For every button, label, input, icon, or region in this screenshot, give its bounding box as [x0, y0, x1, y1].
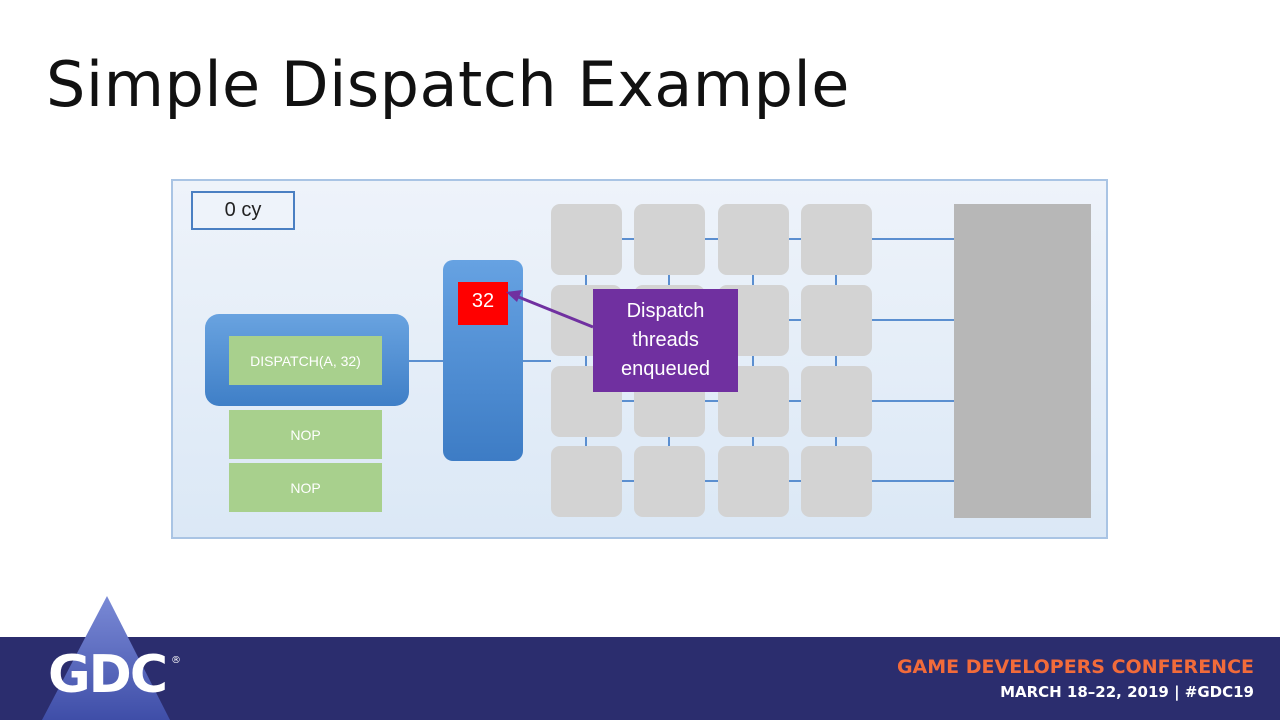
shader-core [801, 446, 872, 517]
cycle-counter: 0 cy [191, 191, 295, 230]
arrow-head-icon [506, 290, 522, 302]
nop-command: NOP [229, 410, 382, 459]
shader-core [801, 204, 872, 275]
arrow-shaft [515, 294, 594, 329]
shader-core [634, 204, 705, 275]
shader-core [718, 446, 789, 517]
footer-bar [0, 637, 1280, 720]
gdc-logo-text: GDC [48, 645, 168, 705]
dispatch-callout: Dispatch threads enqueued [593, 289, 738, 392]
conference-date: MARCH 18–22, 2019 | #GDC19 [1000, 683, 1254, 701]
gdc-triangle-logo-icon [42, 596, 170, 720]
shader-core [718, 204, 789, 275]
callout-line: Dispatch [626, 300, 705, 322]
dispatch-command: DISPATCH(A, 32) [229, 336, 382, 385]
callout-line: enqueued [621, 358, 710, 380]
shader-core [634, 446, 705, 517]
queue-thread-count: 32 [458, 282, 508, 325]
nop-command: NOP [229, 463, 382, 512]
shader-core [801, 366, 872, 437]
callout-line: threads [632, 329, 699, 351]
registered-mark: ® [171, 655, 181, 666]
shader-core [801, 285, 872, 356]
shader-core [551, 204, 622, 275]
shader-core [551, 446, 622, 517]
slide-title: Simple Dispatch Example [46, 48, 850, 121]
memory-block [954, 204, 1091, 518]
conference-name: GAME DEVELOPERS CONFERENCE [896, 656, 1254, 678]
